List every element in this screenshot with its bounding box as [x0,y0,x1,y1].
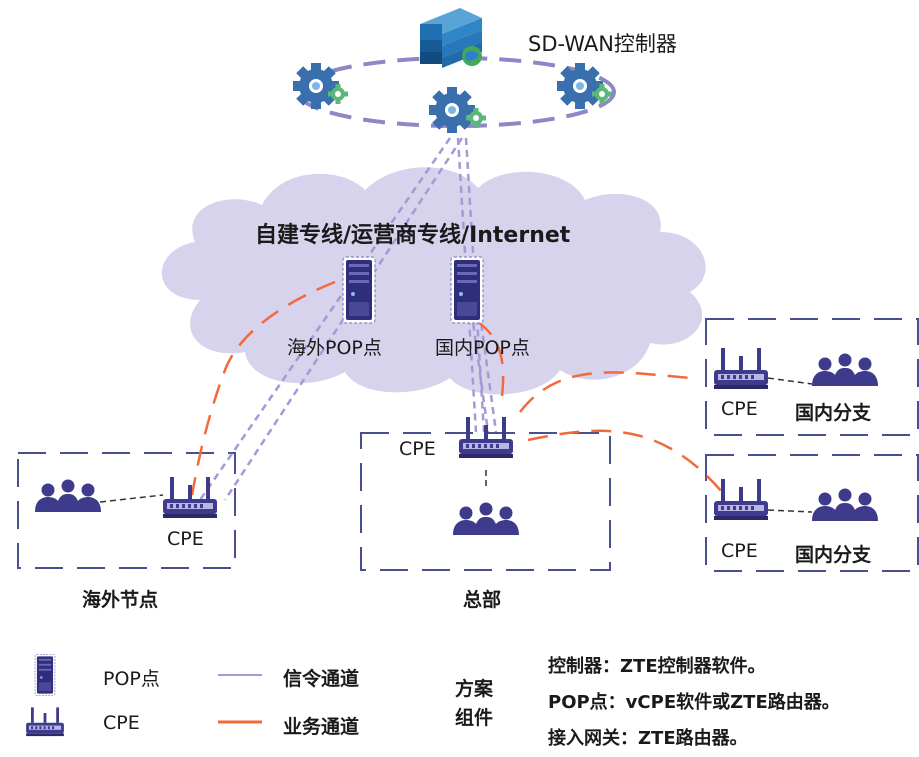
hq-users-icon [453,502,519,535]
branch1-users-icon [812,353,878,386]
branch2-cpe-router-icon [714,479,768,520]
hq-cpe-label: CPE [399,438,436,460]
components-title-line1: 方案 [455,678,494,700]
branch-site-box-1 [705,318,919,436]
component-pop: POP点：vCPE软件或ZTE路由器。 [548,692,840,713]
hq-site-label: 总部 [463,589,502,611]
overseas-pop-icon [342,256,376,324]
gear-icon [557,63,612,109]
legend-cpe-label: CPE [103,712,140,734]
branch2-label: 国内分支 [795,544,872,566]
components-title: 方案 组件 [455,675,493,733]
overseas-users-icon [35,479,101,512]
component-controller: 控制器：ZTE控制器软件。 [548,656,766,677]
cloud-label: 自建专线/运营商专线/Internet [255,223,571,248]
legend-signal-label: 信令通道 [283,668,360,690]
branch1-cpe-label: CPE [721,398,758,420]
legend-cpe-icon [26,707,64,737]
controller-label: SD-WAN控制器 [528,32,677,56]
domestic-pop-icon [450,256,484,324]
service-channels [190,280,723,496]
legend-service-label: 业务通道 [283,716,360,738]
gear-icon [429,87,486,133]
overseas-site-label: 海外节点 [82,589,159,611]
branch1-cpe-router-icon [714,348,768,389]
legend-pop-icon [34,654,56,696]
branch2-cpe-label: CPE [721,540,758,562]
branch-site-box-2 [705,454,919,572]
overseas-site-box [17,452,236,569]
legend-pop-label: POP点 [103,668,160,690]
overseas-cpe-label: CPE [167,528,204,550]
overseas-pop-label: 海外POP点 [287,337,382,359]
controller-server-icon [420,8,482,68]
component-gateway: 接入网关：ZTE路由器。 [548,728,748,749]
overseas-cpe-router-icon [163,477,217,518]
hq-site-box [360,432,611,571]
components-title-line2: 组件 [455,707,494,729]
cloud-shape [161,167,706,395]
domestic-pop-label: 国内POP点 [435,337,530,359]
controller-ring [296,56,616,128]
branch2-users-icon [812,488,878,521]
branch1-label: 国内分支 [795,402,872,424]
